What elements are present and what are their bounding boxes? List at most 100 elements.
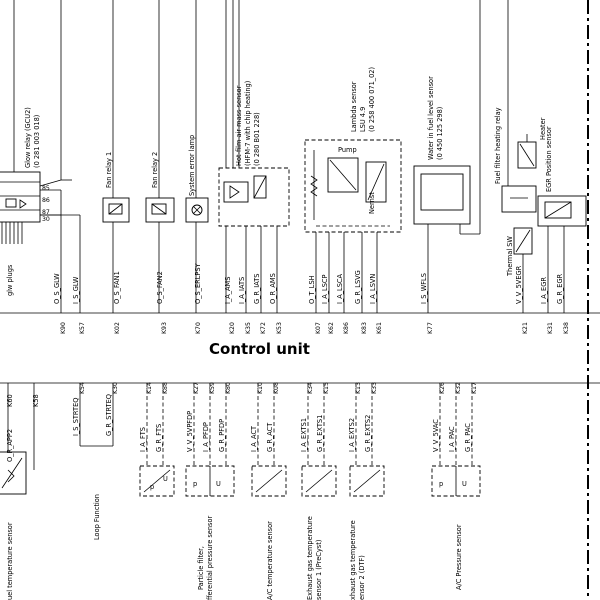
signal-i-s-wfls: I_S_WFLS	[420, 273, 428, 304]
pin-k54: K54	[79, 382, 86, 394]
pin-k08: K08	[273, 382, 280, 394]
lambda-nernst-label: Nernst	[368, 192, 376, 214]
lambda-label: Lambda sensor	[350, 81, 358, 132]
signal-i-a-egr: I_A_EGR	[540, 277, 548, 304]
signal-i-a-lsvn: I_A_LSVN	[369, 274, 377, 304]
wifs-label: Water in fuel level sensor	[427, 76, 435, 160]
pin-k58-lbl: K58	[32, 394, 40, 407]
signal-v-v-5vpfdp: V_V_5VPFDP	[186, 411, 194, 452]
signal-g-r-fts: G_R_FTS	[155, 424, 163, 452]
pin-k31: K31	[547, 322, 554, 334]
glow-relay-label: Glow relay (GCU2)	[24, 107, 32, 168]
pin-k27: K27	[193, 382, 200, 394]
signal-g-r-exts2: G_R_EXTS2	[364, 415, 372, 452]
lambda-sensor	[304, 139, 402, 313]
signal-g-r-lsvg: G_R_LSVG	[354, 270, 362, 304]
fuel-temp-sensor-block	[139, 383, 175, 497]
signal-g-r-pac: G_R_PAC	[464, 423, 472, 452]
pf-symbol-u: U	[216, 480, 221, 488]
signal-i-a-pac: I_A_PAC	[448, 426, 456, 452]
pin-k07: K07	[315, 322, 322, 334]
signal-i-a-iats: I_A_IATS	[238, 277, 246, 304]
pin-k62: K62	[328, 322, 335, 334]
pin-k53: K53	[276, 322, 283, 334]
pin-k17: K17	[471, 382, 478, 394]
hot-film-air-mass-sensor	[218, 0, 290, 313]
egt2-sub: ensor 2 (DTF)	[358, 555, 366, 600]
pin-k88: K88	[162, 382, 169, 394]
pin-k57: K57	[79, 322, 86, 334]
pin-k93: K93	[161, 322, 168, 334]
lambda-sub: LSU 4.9	[359, 107, 367, 132]
fan-relay-2-label: Fan relay 2	[151, 152, 159, 188]
signal-i-a-exts2: I_A_EXTS2	[348, 418, 356, 452]
glow-plugs-label: glw plugs	[6, 264, 14, 296]
egt1-sub: sensor 1 (PreCyst)	[315, 540, 323, 600]
hfm-sub: (HFM-7 with chip heating)	[244, 81, 252, 166]
signal-i-a-pfdp: I_A_PFDP	[202, 422, 210, 452]
glow-pin-86: 86	[42, 197, 50, 204]
pin-k02: K02	[114, 322, 121, 334]
pin-k77: K77	[427, 322, 434, 334]
signal-i-s-glw: I_S_GLW	[72, 276, 80, 304]
pin-k33: K33	[371, 382, 378, 394]
signal-v-v-5vegr: V_V_5VEGR	[515, 265, 523, 304]
egt1-label: Exhaust gas temperature	[306, 516, 314, 600]
signal-o-s-fan1: O_S_FAN1	[113, 271, 121, 304]
fuel-filter-heating-relay-label: Fuel filter heating relay	[494, 107, 502, 184]
acp-symbol-u: U	[462, 480, 467, 488]
fts-symbol-p: p	[150, 483, 154, 491]
signal-o-s-erlpsy: O_S_ERLPSY	[194, 262, 202, 304]
thermal-sw-label: Thermal SW	[506, 236, 514, 277]
pin-k59: K59	[209, 382, 216, 394]
pin-k13: K13	[355, 382, 362, 394]
fan-relay-2	[145, 0, 175, 313]
pin-k26: K26	[439, 382, 446, 394]
fuel-filter-heating-relay	[479, 0, 537, 234]
exhaust-gas-temp-sensor-1	[301, 383, 337, 497]
loop-function-label: Loop Function	[93, 494, 101, 540]
glow-pin-30: 30	[42, 216, 50, 223]
system-error-lamp-label: System error lamp	[188, 135, 196, 196]
lambda-part: (0 258 400 071_02)	[368, 67, 376, 132]
egr-label: EGR Position sensor	[545, 126, 553, 192]
fuel-temperature-sensor	[0, 383, 35, 495]
pin-k35: K35	[245, 322, 252, 334]
acp-symbol-p: p	[439, 480, 443, 488]
signal-o-r-ams: O_R_AMS	[269, 273, 277, 304]
pin-k61: K61	[376, 322, 383, 334]
signal-i-a-lsca: I_A_LSCA	[336, 273, 344, 304]
pin-k32: K32	[455, 382, 462, 394]
signal-o-s-fan2: O_S_FAN2	[156, 271, 164, 304]
loop-function	[79, 383, 114, 447]
pf-symbol-p: p	[193, 480, 197, 488]
exhaust-gas-temp-sensor-2	[349, 383, 385, 497]
pin-k60-lbl: K60	[6, 394, 14, 407]
wifs-part: (0 450 125 298)	[436, 107, 444, 160]
pin-k86: K86	[343, 322, 350, 334]
pf-label: Particle filter,	[197, 546, 205, 590]
fan-relay-1	[102, 0, 130, 313]
lambda-pump-label: Pump	[338, 146, 357, 154]
act-label: A/C temperature sensor	[266, 521, 274, 600]
signal-g-r-iats: G_R_IATS	[253, 274, 261, 304]
glow-pin-85: 85	[42, 185, 50, 192]
pin-k38: K38	[563, 322, 570, 334]
signal-g-r-act: G_R_ACT	[266, 422, 274, 452]
hfm-label: Hot-film air mass sensor	[235, 85, 243, 166]
pin-k90: K90	[60, 322, 67, 334]
egt2-label: xhaust gas temperature	[349, 520, 357, 600]
acp-label: A/C Pressure sensor	[455, 524, 463, 590]
fts-symbol-u: U	[163, 475, 168, 483]
pin-k10: K10	[257, 382, 264, 394]
signal-i-a-ams: I_A_AMS	[224, 277, 232, 304]
heater-label: Heater	[539, 117, 547, 140]
pin-k83: K83	[361, 322, 368, 334]
glow-relay-part: (0 281 003 018)	[33, 115, 41, 168]
pin-k72: K72	[260, 322, 267, 334]
pin-k21: K21	[522, 322, 529, 334]
glow-relay: 85 86 87 30	[0, 0, 81, 313]
control-unit-title: Control unit	[209, 340, 310, 358]
pin-k20: K20	[229, 322, 236, 334]
